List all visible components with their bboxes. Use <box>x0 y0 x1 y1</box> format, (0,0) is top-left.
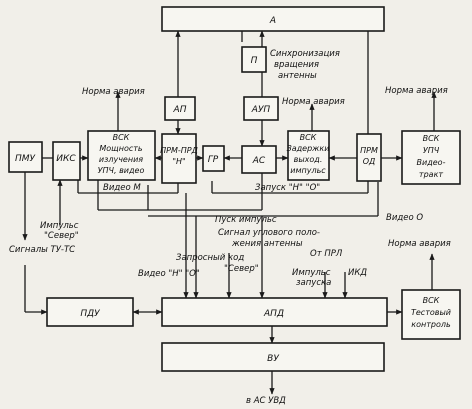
label-signaly: Сигналы ТУ-ТС <box>9 245 75 255</box>
label-norm-low: Норма авария <box>388 239 451 249</box>
label-sync-l2: вращения <box>274 60 319 70</box>
label-sever: "Север" <box>44 231 79 241</box>
vsk-delay-l2: Задержки <box>287 144 330 153</box>
label-sync-l3: антенны <box>278 71 317 81</box>
label-impulsy-l1: Импульс <box>292 268 331 278</box>
annotations: Синхронизация вращения антенны Норма ава… <box>9 49 451 406</box>
label-video-m: Видео М <box>103 183 141 193</box>
block-prm-prd: ПРМ-ПРД "Н" <box>160 133 198 184</box>
block-gr: ГР <box>202 145 225 172</box>
block-vsk-delay: ВСК Задержки выход. импульс <box>287 130 330 181</box>
vsk-delay-l4: импульс <box>290 166 326 175</box>
block-vu: ВУ <box>161 342 385 372</box>
vsk-delay-l1: ВСК <box>300 133 317 142</box>
vsk-test-l3: контроль <box>411 320 451 329</box>
label-signal-angle-l1: Сигнал углового поло- <box>218 228 320 238</box>
vsk-upch-l2: УПЧ <box>423 146 440 155</box>
block-a-label: А <box>269 16 276 26</box>
label-ot-prl: От ПРЛ <box>310 249 343 259</box>
prm-prd-l1: ПРМ-ПРД <box>160 146 198 155</box>
block-p-label: П <box>251 56 258 66</box>
label-zapros-l2: "Север" <box>224 264 259 274</box>
block-pdu-label: ПДУ <box>80 309 100 319</box>
label-norm-mid: Норма авария <box>282 97 345 107</box>
block-gr-label: ГР <box>208 155 219 165</box>
label-bottom: в АС УВД <box>246 396 286 406</box>
block-aup-label: АУП <box>251 105 271 115</box>
label-norm-right: Норма авария <box>385 86 448 96</box>
block-vsk-power: ВСК Мощность излучения УПЧ, видео <box>87 130 156 181</box>
block-iks-label: ИКС <box>56 154 76 164</box>
connections <box>22 30 437 395</box>
vsk-power-l3: излучения <box>99 155 143 164</box>
label-impulsy-l2: запуска <box>296 278 331 288</box>
label-video-no: Видео "Н" "О" <box>138 269 200 279</box>
prm-od-l1: ПРМ <box>360 146 378 155</box>
vsk-test-l2: Тестовый <box>411 308 451 317</box>
block-pmu: ПМУ <box>8 141 43 173</box>
label-ikd: ИКД <box>348 268 367 278</box>
label-norm-left: Норма авария <box>82 87 145 97</box>
label-video-o: Видео О <box>386 213 423 223</box>
block-aup: АУП <box>243 96 279 121</box>
vsk-upch-l3: Видео- <box>417 158 446 167</box>
block-as: АС <box>241 145 277 174</box>
block-pdu: ПДУ <box>46 297 134 327</box>
block-p: П <box>241 46 267 73</box>
label-pusk: Пуск импульс <box>215 215 277 225</box>
label-sync-l1: Синхронизация <box>270 49 340 59</box>
label-zapusk: Запуск "Н" "О" <box>255 183 320 193</box>
block-prm-od: ПРМ ОД <box>356 133 382 182</box>
vsk-delay-l3: выход. <box>294 155 323 164</box>
block-ap-label: АП <box>173 105 187 115</box>
vsk-power-l2: Мощность <box>99 144 143 153</box>
block-vsk-test: ВСК Тестовый контроль <box>401 289 461 340</box>
block-apd-label: АПД <box>263 309 284 319</box>
vsk-power-l4: УПЧ, видео <box>98 166 145 175</box>
label-signal-angle-l2: жения антенны <box>231 239 303 249</box>
label-zapros-l1: Запросный код <box>176 253 244 263</box>
block-a: А <box>161 6 385 32</box>
vsk-test-l1: ВСК <box>423 296 440 305</box>
block-ap: АП <box>164 96 196 121</box>
block-as-label: АС <box>252 156 266 166</box>
block-pmu-label: ПМУ <box>15 154 36 164</box>
vsk-upch-l4: тракт <box>419 170 443 179</box>
prm-od-l2: ОД <box>363 157 376 166</box>
vsk-upch-l1: ВСК <box>423 134 440 143</box>
label-impuls: Импульс <box>40 221 79 231</box>
vsk-power-l1: ВСК <box>113 133 130 142</box>
prm-prd-l2: "Н" <box>172 157 185 166</box>
block-iks: ИКС <box>52 141 81 181</box>
block-vu-label: ВУ <box>267 354 279 364</box>
block-vsk-upch: ВСК УПЧ Видео- тракт <box>401 130 461 185</box>
block-apd: АПД <box>161 297 388 327</box>
